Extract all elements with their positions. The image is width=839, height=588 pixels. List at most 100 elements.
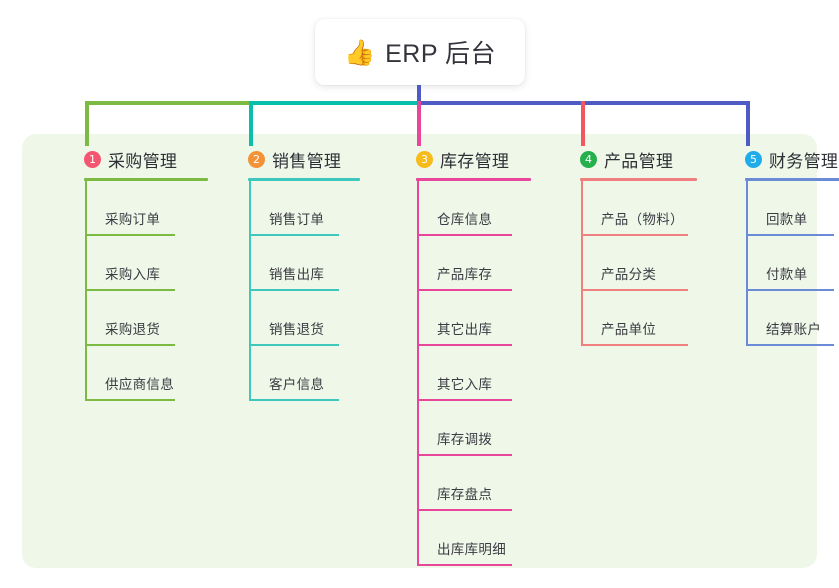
branch-badge-3: 3	[416, 150, 433, 168]
leaf-label: 库存盘点	[437, 487, 493, 502]
leaf-label: 采购入库	[105, 267, 161, 282]
leaf-underline	[581, 344, 688, 346]
leaf-underline	[85, 399, 175, 401]
leaf-item[interactable]: 产品库存	[417, 236, 531, 291]
branch-title-1: 采购管理	[108, 151, 178, 171]
branch-title-3: 库存管理	[440, 151, 510, 171]
leaf-item[interactable]: 其它入库	[417, 346, 531, 401]
bus-segment-2	[249, 101, 419, 105]
branch-column-1: 1 采购管理采购订单采购入库采购退货供应商信息	[68, 146, 208, 401]
branch-badge-2: 2	[248, 150, 265, 168]
branch-title-4: 产品管理	[604, 151, 674, 171]
leaf-underline	[417, 454, 512, 456]
leaf-label: 产品库存	[437, 267, 493, 282]
leaf-underline	[417, 509, 512, 511]
branch-drop-line-1	[85, 101, 89, 146]
branch-header-1[interactable]: 1 采购管理	[68, 146, 208, 172]
leaf-underline	[417, 564, 512, 566]
leaf-list-2: 销售订单销售出库销售退货客户信息	[249, 181, 360, 401]
leaf-label: 供应商信息	[105, 377, 174, 392]
branch-column-2: 2 销售管理销售订单销售出库销售退货客户信息	[232, 146, 360, 401]
branch-drop-line-3	[417, 101, 421, 146]
leaf-label: 销售订单	[269, 212, 325, 227]
leaf-label: 客户信息	[269, 377, 325, 392]
leaf-label: 付款单	[766, 267, 808, 282]
leaf-item[interactable]: 库存调拨	[417, 401, 531, 456]
leaf-list-3: 仓库信息产品库存其它出库其它入库库存调拨库存盘点出库库明细	[417, 181, 531, 566]
branch-underline-3	[416, 178, 531, 181]
leaf-item[interactable]: 采购订单	[85, 181, 208, 236]
leaf-label: 仓库信息	[437, 212, 493, 227]
leaf-label: 销售退货	[269, 322, 325, 337]
leaf-item[interactable]: 出库库明细	[417, 511, 531, 566]
bus-segment-1	[85, 101, 251, 105]
branch-column-3: 3 库存管理仓库信息产品库存其它出库其它入库库存调拨库存盘点出库库明细	[400, 146, 531, 566]
branch-badge-1: 1	[84, 150, 101, 168]
branch-spine-1	[85, 181, 87, 401]
branch-underline-2	[248, 178, 360, 181]
leaf-label: 采购退货	[105, 322, 161, 337]
leaf-item[interactable]: 产品（物料）	[581, 181, 697, 236]
branch-header-3[interactable]: 3 库存管理	[400, 146, 531, 172]
leaf-underline	[417, 399, 512, 401]
leaf-underline	[85, 344, 175, 346]
leaf-underline	[249, 344, 339, 346]
leaf-item[interactable]: 采购入库	[85, 236, 208, 291]
branch-header-4[interactable]: 4 产品管理	[564, 146, 697, 172]
leaf-item[interactable]: 供应商信息	[85, 346, 208, 401]
leaf-label: 其它入库	[437, 377, 493, 392]
leaf-underline	[746, 289, 834, 291]
leaf-label: 结算账户	[766, 322, 822, 337]
leaf-label: 产品单位	[601, 322, 657, 337]
leaf-label: 产品分类	[601, 267, 657, 282]
leaf-item[interactable]: 产品单位	[581, 291, 697, 346]
branch-underline-4	[580, 178, 697, 181]
branch-drop-line-5	[746, 101, 750, 146]
leaf-item[interactable]: 销售出库	[249, 236, 360, 291]
thumbs-up-icon: 👍	[343, 38, 376, 67]
leaf-label: 采购订单	[105, 212, 161, 227]
branch-drop-line-4	[581, 101, 585, 146]
leaf-list-5: 回款单付款单结算账户	[746, 181, 839, 346]
branch-underline-1	[84, 178, 208, 181]
leaf-underline	[746, 344, 834, 346]
leaf-underline	[746, 234, 834, 236]
leaf-label: 回款单	[766, 212, 808, 227]
leaf-item[interactable]: 回款单	[746, 181, 839, 236]
leaf-label: 销售出库	[269, 267, 325, 282]
leaf-underline	[249, 399, 339, 401]
leaf-underline	[417, 344, 512, 346]
leaf-underline	[85, 289, 175, 291]
leaf-underline	[581, 234, 688, 236]
leaf-label: 产品（物料）	[601, 212, 684, 227]
leaf-underline	[249, 289, 339, 291]
branch-spine-5	[746, 181, 748, 346]
leaf-list-4: 产品（物料） 产品分类产品单位	[581, 181, 697, 346]
branch-drop-line-2	[249, 101, 253, 146]
leaf-item[interactable]: 产品分类	[581, 236, 697, 291]
branch-title-2: 销售管理	[272, 151, 342, 171]
leaf-item[interactable]: 库存盘点	[417, 456, 531, 511]
leaf-underline	[85, 234, 175, 236]
leaf-item[interactable]: 销售订单	[249, 181, 360, 236]
leaf-item[interactable]: 付款单	[746, 236, 839, 291]
leaf-label: 其它出库	[437, 322, 493, 337]
leaf-item[interactable]: 客户信息	[249, 346, 360, 401]
leaf-item[interactable]: 采购退货	[85, 291, 208, 346]
leaf-underline	[417, 289, 512, 291]
leaf-label: 出库库明细	[437, 542, 506, 557]
leaf-item[interactable]: 结算账户	[746, 291, 839, 346]
leaf-item[interactable]: 仓库信息	[417, 181, 531, 236]
leaf-item[interactable]: 销售退货	[249, 291, 360, 346]
branch-badge-4: 4	[580, 150, 597, 168]
leaf-item[interactable]: 其它出库	[417, 291, 531, 346]
branch-spine-2	[249, 181, 251, 401]
leaf-list-1: 采购订单采购入库采购退货供应商信息	[85, 181, 208, 401]
branch-underline-5	[745, 178, 839, 181]
root-node-card[interactable]: 👍 ERP 后台	[315, 19, 525, 85]
branch-header-2[interactable]: 2 销售管理	[232, 146, 360, 172]
root-stem-line	[417, 85, 421, 105]
